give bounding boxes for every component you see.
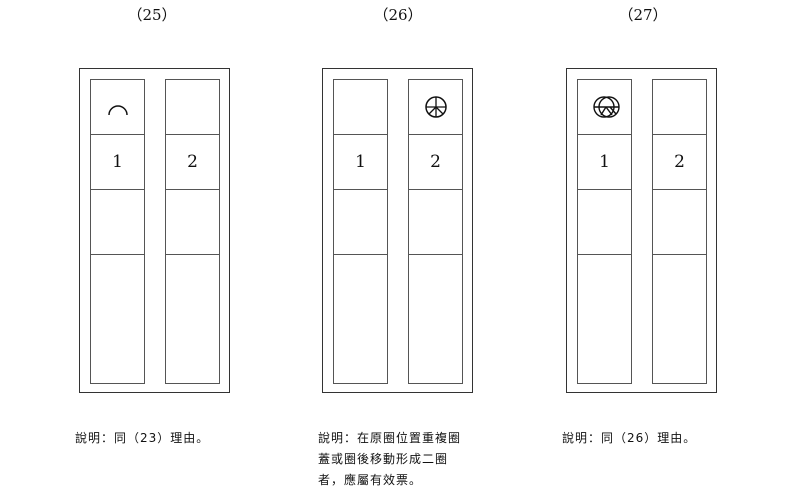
ballot-diagram: 1 2	[322, 68, 473, 393]
candidate-column: 2	[652, 79, 707, 384]
candidate-number: 2	[430, 152, 441, 172]
candidate-number: 2	[674, 152, 685, 172]
ballot-diagram: 1 2	[79, 68, 230, 393]
candidate-column: 2	[165, 79, 220, 384]
caption-line: 蓋或圈後移動形成二圈	[318, 452, 449, 466]
item-number: （27）	[618, 6, 668, 24]
candidate-column: 1	[90, 79, 145, 384]
caption: 說明：同（26）理由。	[562, 431, 697, 445]
arc-partial-circle-icon	[108, 105, 128, 116]
candidate-number: 1	[355, 152, 366, 172]
ballot-diagram: 1 2	[566, 68, 717, 393]
item-number: （26）	[373, 6, 423, 24]
candidate-number: 1	[112, 152, 123, 172]
caption: 說明：在原圈位置重複圈 蓋或圈後移動形成二圈 者，應屬有效票。	[318, 428, 461, 491]
item-number: （25）	[127, 6, 177, 24]
caption: 說明：同（23）理由。	[75, 431, 210, 445]
candidate-number: 1	[599, 152, 610, 172]
candidate-column: 1	[333, 79, 388, 384]
caption-line: 說明：在原圈位置重複圈	[318, 431, 462, 445]
stamp-circle-icon	[425, 96, 447, 118]
candidate-column: 1	[577, 79, 632, 384]
double-stamp-circle-icon	[593, 96, 620, 118]
caption-line: 者，應屬有效票。	[318, 473, 423, 487]
candidate-number: 2	[187, 152, 198, 172]
candidate-column: 2	[408, 79, 463, 384]
